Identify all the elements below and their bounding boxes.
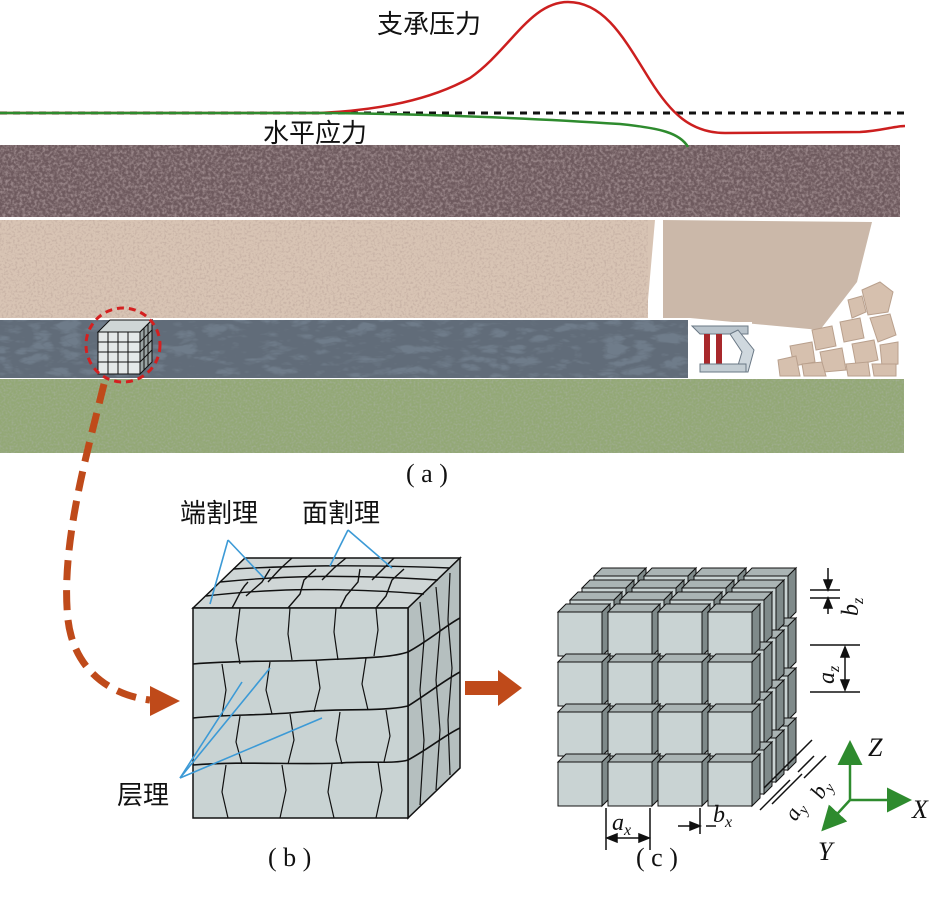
- face-cleat-label: 面割理: [302, 499, 380, 529]
- dim-bx-label: bx: [713, 802, 732, 831]
- panel-a: 支承压力 水平应力 ( a ): [0, 0, 906, 488]
- axis-y-label: Y: [818, 837, 835, 866]
- block-top: [568, 591, 624, 601]
- block-side: [751, 602, 761, 658]
- block-top: [680, 579, 736, 589]
- block-top: [606, 703, 662, 713]
- caption-a: ( a ): [406, 459, 448, 488]
- block-top: [742, 567, 798, 577]
- block-top: [718, 591, 774, 601]
- goaf-rubble: [777, 281, 899, 377]
- block-side: [751, 652, 761, 708]
- butt-cleat-label: 端割理: [180, 499, 258, 529]
- axis-z-label: Z: [868, 733, 883, 762]
- panel-c: [556, 566, 798, 808]
- block-top: [556, 753, 612, 763]
- block-top: [630, 579, 686, 589]
- sandstone-fractured-block: [663, 220, 872, 330]
- coal-element-cube: [96, 318, 154, 376]
- zoom-arrow: [63, 383, 180, 716]
- dim-bz-label: bz: [838, 597, 867, 616]
- hydraulic-support-icon: [690, 322, 755, 374]
- block-top: [706, 603, 762, 613]
- block-side: [763, 590, 773, 646]
- axis-x-label: X: [911, 795, 929, 824]
- block-top: [592, 567, 648, 577]
- block-front: [657, 611, 703, 657]
- block-top: [606, 753, 662, 763]
- block-side: [751, 702, 761, 758]
- block-top: [606, 653, 662, 663]
- block-front: [557, 711, 603, 757]
- cube-front-face: [192, 607, 409, 819]
- block-top: [706, 753, 762, 763]
- caption-b: ( b ): [268, 843, 311, 872]
- block-front: [557, 611, 603, 657]
- block-front: [657, 761, 703, 807]
- dim-ay-label: ay: [779, 796, 813, 826]
- block-top: [656, 703, 712, 713]
- block-top: [556, 653, 612, 663]
- block-side: [775, 578, 785, 634]
- block-front: [707, 761, 753, 807]
- block-top: [692, 567, 748, 577]
- caption-c: ( c ): [636, 843, 678, 872]
- block-top: [706, 653, 762, 663]
- block-top: [642, 567, 698, 577]
- block-top: [656, 653, 712, 663]
- block-side: [763, 640, 773, 696]
- block-front: [607, 761, 653, 807]
- block-top: [706, 703, 762, 713]
- block-top: [556, 603, 612, 613]
- block-front: [607, 611, 653, 657]
- dim-az-label: az: [814, 665, 843, 684]
- support-pressure-label: 支承压力: [377, 10, 481, 40]
- block-side: [787, 616, 797, 672]
- block-top: [656, 603, 712, 613]
- dim-ax-label: ax: [612, 810, 631, 839]
- block-side: [775, 628, 785, 684]
- block-top: [668, 591, 724, 601]
- block-top: [656, 753, 712, 763]
- block-front: [607, 711, 653, 757]
- horizontal-stress-curve: [0, 111, 690, 148]
- block-side: [751, 752, 761, 808]
- block-front: [557, 661, 603, 707]
- block-top: [730, 579, 786, 589]
- highlight-circle: [84, 306, 162, 384]
- dim-by-label: by: [805, 774, 839, 804]
- block-front: [657, 661, 703, 707]
- coordinate-axes: [821, 740, 912, 832]
- block-top: [606, 603, 662, 613]
- block-front: [557, 761, 603, 807]
- support-pressure-curve: [0, 0, 906, 135]
- block-front: [707, 661, 753, 707]
- block-front: [657, 711, 703, 757]
- block-side: [763, 690, 773, 746]
- block-top: [618, 591, 674, 601]
- block-front: [707, 611, 753, 657]
- bedding-label: 层理: [117, 781, 169, 811]
- block-side: [787, 666, 797, 722]
- panel-b: 端割理 面割理 层理 ( b ): [117, 499, 462, 872]
- block-front: [707, 711, 753, 757]
- block-top: [556, 703, 612, 713]
- block-side: [787, 566, 797, 622]
- transform-arrow: [465, 670, 522, 706]
- block-top: [580, 579, 636, 589]
- block-side: [775, 678, 785, 734]
- block-front: [607, 661, 653, 707]
- horizontal-stress-label: 水平应力: [263, 119, 367, 149]
